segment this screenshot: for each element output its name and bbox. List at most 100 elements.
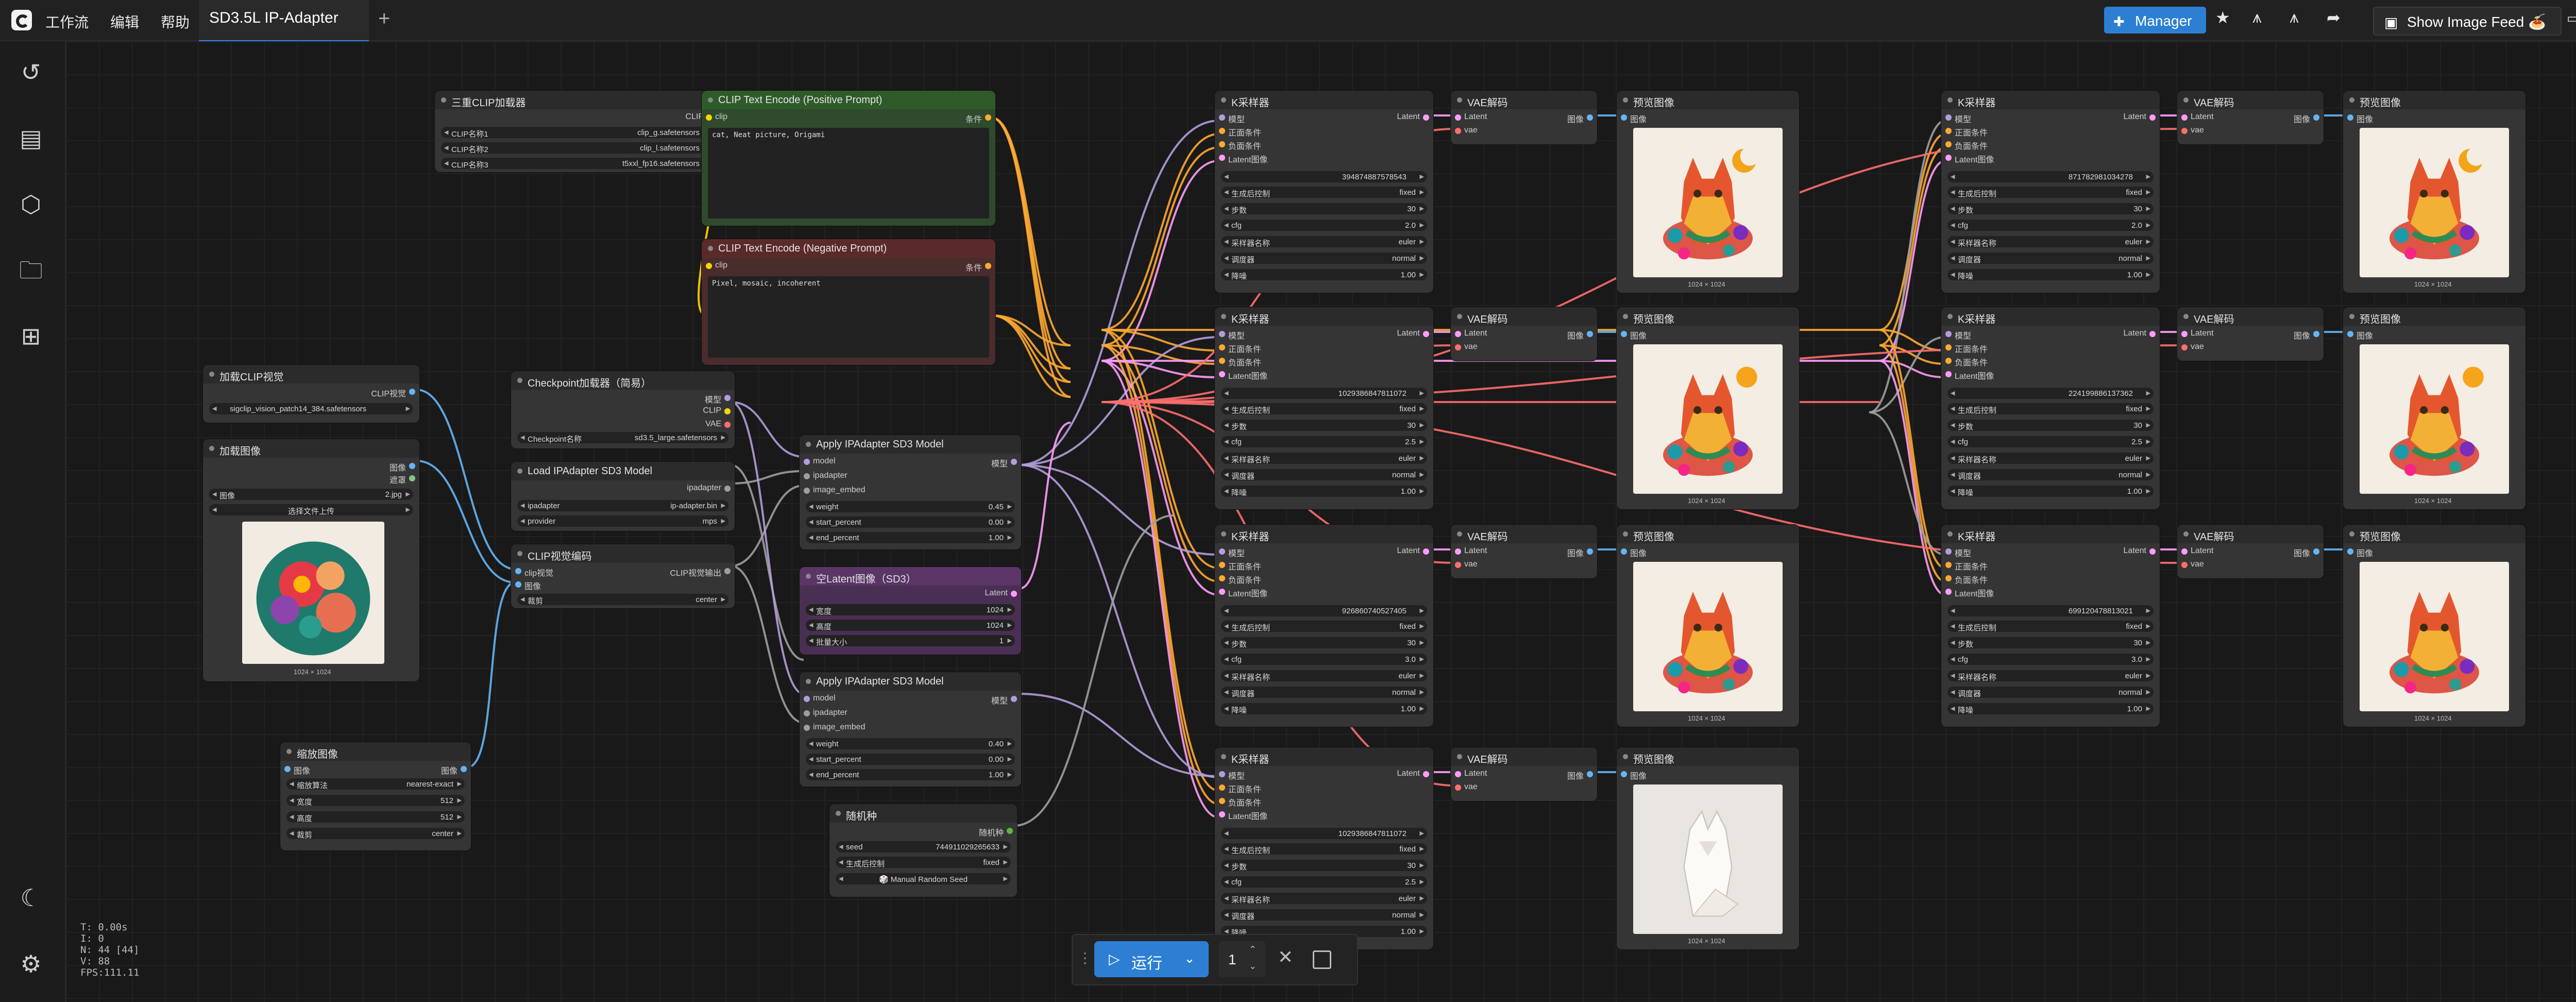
seed-widget[interactable]: 1029386847811072 [1221, 388, 1427, 399]
node-header[interactable]: VAE解码 [1451, 307, 1597, 326]
node-header[interactable]: VAE解码 [2177, 307, 2324, 326]
node-preview-image[interactable]: 预览图像图像 1024 × 1024 [1617, 91, 1799, 293]
collapse-dot-icon[interactable] [1457, 97, 1462, 103]
collapse-dot-icon[interactable] [517, 551, 522, 556]
node-widget[interactable]: 降噪1.00 [1221, 703, 1427, 715]
stepper-down-icon[interactable]: ⌄ [1249, 961, 1257, 971]
input-slot-dot[interactable] [1455, 128, 1461, 134]
preview-image-output[interactable] [1633, 784, 1783, 934]
workflows-folder-icon[interactable]: 🗀 [19, 257, 43, 283]
collapse-dot-icon[interactable] [708, 97, 713, 103]
collapse-dot-icon[interactable] [2183, 314, 2189, 319]
collapse-dot-icon[interactable] [806, 442, 811, 447]
input-slot-dot[interactable] [804, 459, 810, 465]
collapse-dot-icon[interactable] [1221, 531, 1226, 537]
node-header[interactable]: VAE解码 [1451, 525, 1597, 543]
seed-widget[interactable]: 1029386847811072 [1221, 828, 1427, 839]
seed-widget[interactable]: 224199886137362 [1947, 388, 2154, 399]
input-slot-dot[interactable] [2181, 548, 2188, 555]
output-slot-dot[interactable] [409, 463, 415, 469]
node-resize-image[interactable]: 缩放图像图像图像缩放算法nearest-exact宽度512高度512裁剪cen… [280, 742, 471, 850]
output-slot-dot[interactable] [724, 395, 731, 401]
input-slot-dot[interactable] [1945, 344, 1952, 350]
input-slot-dot[interactable] [2347, 114, 2353, 121]
output-slot-dot[interactable] [1011, 591, 1017, 597]
image-file-select[interactable]: 图像2.jpg [209, 489, 413, 500]
collapse-dot-icon[interactable] [1221, 314, 1226, 319]
collapse-dot-icon[interactable] [286, 749, 292, 754]
node-header[interactable]: 预览图像 [1617, 525, 1799, 543]
node-header[interactable]: 预览图像 [2343, 525, 2526, 543]
node-header[interactable]: CLIP Text Encode (Negative Prompt) [702, 239, 995, 258]
node-header[interactable]: K采样器 [1215, 307, 1433, 326]
output-slot-dot[interactable] [1423, 548, 1429, 555]
input-slot-dot[interactable] [1219, 811, 1225, 817]
preview-image-output[interactable] [1633, 344, 1783, 494]
node-header[interactable]: Apply IPAdapter SD3 Model [800, 672, 1021, 691]
output-slot-dot[interactable] [1011, 696, 1017, 702]
node-preview-image[interactable]: 预览图像图像 1024 × 1024 [1617, 525, 1799, 727]
node-header[interactable]: K采样器 [1941, 307, 2160, 326]
output-slot-dot[interactable] [724, 568, 731, 574]
collapse-dot-icon[interactable] [1221, 754, 1226, 759]
node-preview-image[interactable]: 预览图像图像 1024 × 1024 [2343, 525, 2526, 727]
run-button[interactable]: ▷运行⌄ [1094, 941, 1209, 977]
model-alt-icon[interactable]: ⩚ [2290, 8, 2299, 26]
input-slot-dot[interactable] [1945, 358, 1952, 364]
node-header[interactable]: VAE解码 [1451, 91, 1597, 109]
node-header[interactable]: K采样器 [1215, 747, 1433, 766]
output-slot-dot[interactable] [985, 114, 991, 121]
output-slot-dot[interactable] [1587, 548, 1593, 555]
node-header[interactable]: CLIP视觉编码 [511, 544, 735, 563]
input-slot-dot[interactable] [1455, 331, 1461, 337]
output-slot-dot[interactable] [409, 475, 415, 481]
seed-widget[interactable]: 871782981034278 [1947, 171, 2154, 182]
node-header[interactable]: Apply IPAdapter SD3 Model [800, 435, 1021, 454]
input-slot-dot[interactable] [1219, 141, 1225, 147]
collapse-dot-icon[interactable] [2349, 97, 2354, 103]
node-widget[interactable]: 降噪1.00 [1947, 703, 2154, 715]
node-ksampler[interactable]: K采样器模型正面条件负面条件Latent图像Latent102938684781… [1215, 307, 1433, 509]
graph-canvas[interactable]: 三重CLIP加载器CLIPCLIP名称1clip_g.safetensorsCL… [66, 41, 2576, 1002]
node-ksampler[interactable]: K采样器模型正面条件负面条件Latent图像Latent102938684781… [1215, 747, 1433, 949]
node-preview-image[interactable]: 预览图像图像 1024 × 1024 [2343, 91, 2526, 293]
input-slot-dot[interactable] [1621, 771, 1627, 777]
collapse-dot-icon[interactable] [517, 378, 522, 383]
input-slot-dot[interactable] [284, 766, 291, 772]
new-tab-icon[interactable]: + [378, 7, 391, 30]
input-slot-dot[interactable] [2347, 331, 2353, 337]
theme-moon-icon[interactable]: ☾ [20, 884, 42, 911]
node-header[interactable]: 预览图像 [1617, 91, 1799, 109]
collapse-dot-icon[interactable] [2183, 531, 2189, 537]
input-slot-dot[interactable] [1621, 114, 1627, 121]
manual-random-seed-button[interactable]: 🎲 Manual Random Seed [836, 873, 1011, 884]
output-slot-dot[interactable] [1423, 771, 1429, 777]
collapse-dot-icon[interactable] [806, 679, 811, 684]
node-header[interactable]: 预览图像 [2343, 91, 2526, 109]
collapse-dot-icon[interactable] [2349, 531, 2354, 537]
node-header[interactable]: 预览图像 [2343, 307, 2526, 326]
menu-edit[interactable]: 编辑 [110, 14, 140, 30]
node-header[interactable]: VAE解码 [2177, 91, 2324, 109]
node-header[interactable]: Load IPAdapter SD3 Model [511, 462, 735, 480]
